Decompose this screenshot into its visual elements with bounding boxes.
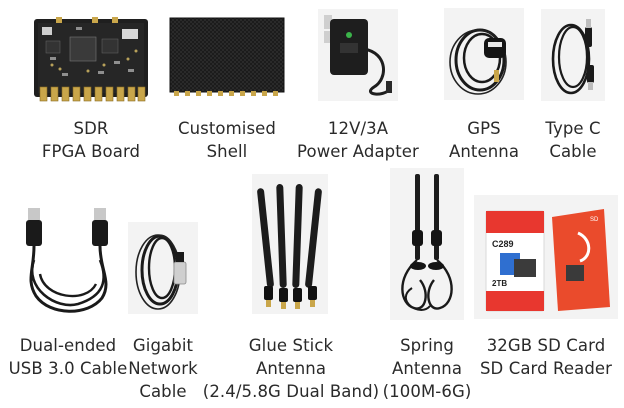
power-adapter-icon [318,9,398,101]
usb-cable-icon [16,200,120,318]
antenna-icon [252,174,328,314]
circuit-board-icon [32,15,150,103]
sd-right-brand-text: SD [590,217,599,223]
gps-antenna-icon [444,8,524,100]
enclosure-shell-icon [168,15,286,97]
sd-capacity-text: 2TB [492,279,508,288]
sd-brand-text: C289 [492,239,514,249]
usb-cable-icon [541,9,605,101]
antenna-icon [390,168,464,320]
sd-card-icon: C289 2TB SD [474,195,618,319]
network-cable-icon [128,222,198,314]
